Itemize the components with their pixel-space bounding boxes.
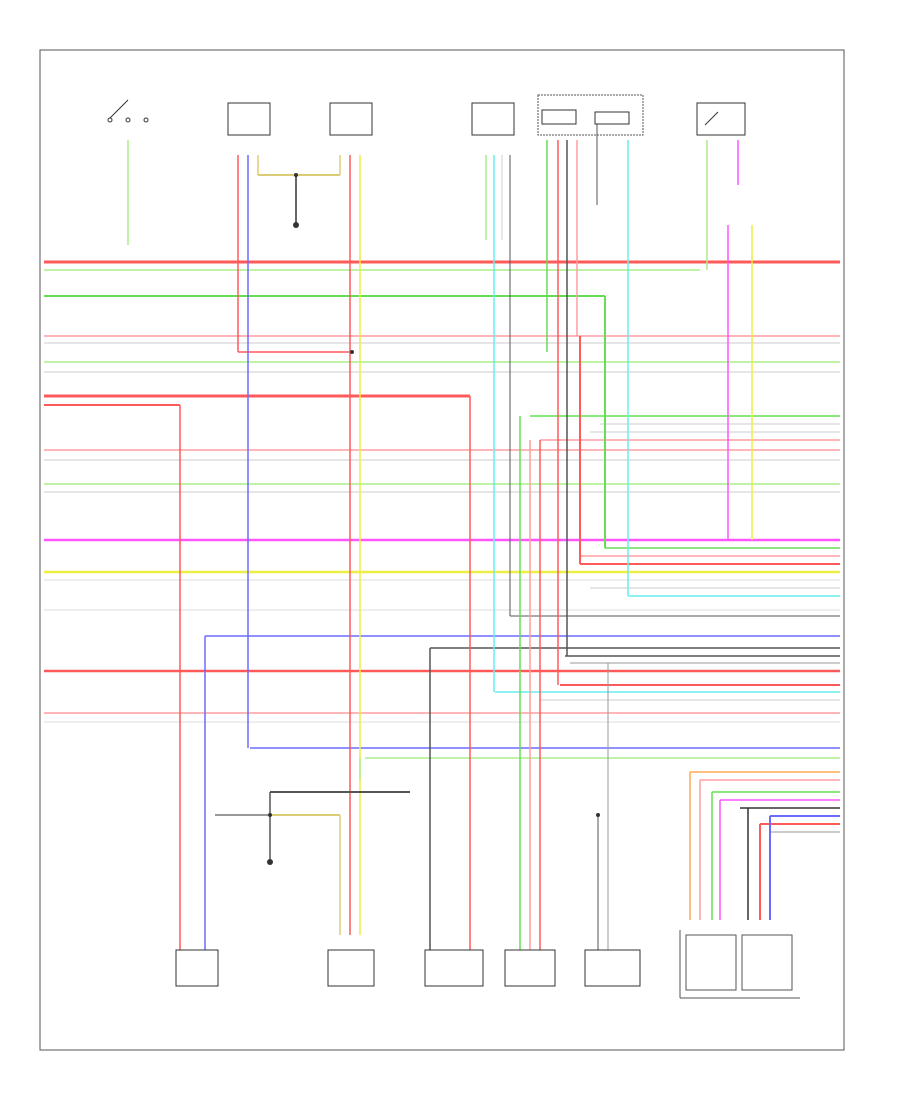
lumbar-unit — [471, 102, 515, 136]
lumbar-switch-box — [696, 102, 746, 136]
stop-valve-left — [424, 949, 484, 987]
diagram-frame — [39, 49, 845, 1051]
stop-valve-left-box — [424, 949, 484, 987]
horizontal-wires — [44, 260, 840, 723]
components — [107, 94, 800, 999]
passenger-position-sensor-box — [327, 949, 375, 987]
ocu-sub-box-2 — [741, 934, 793, 991]
power-seat-switch-outline — [537, 94, 644, 136]
lumbar-switch — [696, 102, 746, 136]
splice-dot-1 — [350, 350, 354, 354]
ocu-sub-box-1 — [685, 934, 737, 991]
splice-dot-4 — [596, 813, 600, 817]
vertical-wires — [127, 120, 771, 950]
occupant-classification-unit — [679, 930, 800, 999]
right-seat-position-sensor — [227, 102, 271, 136]
stop-valve-right-box — [175, 949, 219, 987]
ignition-switch — [107, 99, 149, 123]
ground-top — [293, 222, 299, 228]
right-bundle-wires — [205, 415, 840, 833]
weight-sensor-box — [584, 949, 641, 987]
splice-dot-3 — [268, 813, 272, 817]
right-seat-sensor-box — [227, 102, 271, 136]
seat-belt-tension-sensor — [504, 949, 556, 987]
ground-bottom — [267, 859, 273, 865]
power-seat-switch-part-b — [594, 111, 630, 125]
splice-dot-2 — [294, 173, 298, 177]
passenger-position-sensor — [327, 949, 375, 987]
weight-sensor — [584, 949, 641, 987]
left-power-seat-switch — [537, 94, 644, 136]
lumbar-unit-box — [471, 102, 515, 136]
power-seat-switch-part-a — [541, 109, 577, 125]
stop-valve-right — [175, 949, 219, 987]
left-seat-sensor-box — [329, 102, 373, 136]
left-seat-position-sensor — [329, 102, 373, 136]
seat-belt-tension-sensor-box — [504, 949, 556, 987]
